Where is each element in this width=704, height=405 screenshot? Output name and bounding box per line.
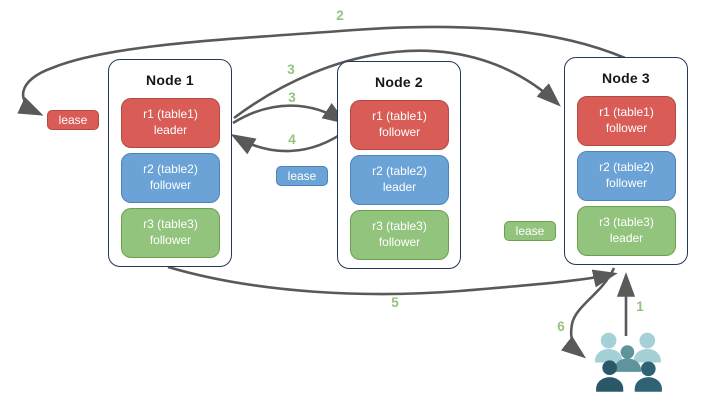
step-label-6: 6 [557,319,565,334]
node-1-replica-r2: r2 (table2) follower [121,153,220,203]
replica-role: follower [378,235,421,249]
replica-role: follower [605,176,648,190]
users-icon [595,332,662,392]
node-2: Node 2 r1 (table1) follower r2 (table2) … [337,61,461,269]
replica-role: follower [149,178,192,192]
replica-role: leader [609,231,644,245]
step-label-5: 5 [391,295,399,310]
lease-badge-blue: lease [276,166,328,186]
replica-name: r1 (table1) [143,107,198,122]
replica-name: r3 (table3) [372,219,427,234]
step-label-3a: 3 [287,62,295,77]
replica-name: r1 (table1) [599,105,654,120]
replica-name: r2 (table2) [143,162,198,177]
node-2-replica-r3: r3 (table3) follower [350,210,449,260]
replica-name: r2 (table2) [372,164,427,179]
lease-badge-red: lease [47,110,99,130]
node-2-title: Node 2 [375,74,423,90]
node-1-replica-r3: r3 (table3) follower [121,208,220,258]
replica-name: r3 (table3) [143,217,198,232]
step-label-2: 2 [336,8,344,23]
node-2-replica-r2: r2 (table2) leader [350,155,449,205]
lease-badge-green: lease [504,221,556,241]
node-3-title: Node 3 [602,70,650,86]
node-1-title: Node 1 [146,72,194,88]
node-1: Node 1 r1 (table1) leader r2 (table2) fo… [108,59,232,267]
replica-name: r3 (table3) [599,215,654,230]
replica-role: follower [378,125,421,139]
replica-name: r2 (table2) [599,160,654,175]
node-2-replica-r1: r1 (table1) follower [350,100,449,150]
replica-role: leader [153,123,188,137]
node-3: Node 3 r1 (table1) follower r2 (table2) … [564,57,688,265]
node-1-replica-r1: r1 (table1) leader [121,98,220,148]
replica-name: r1 (table1) [372,109,427,124]
replica-role: leader [382,180,417,194]
replica-role: follower [605,121,648,135]
node-3-replica-r1: r1 (table1) follower [577,96,676,146]
arrow-3-node1-to-node2 [232,102,348,125]
step-label-3b: 3 [288,90,296,105]
replica-role: follower [149,233,192,247]
node-3-replica-r3: r3 (table3) leader [577,206,676,256]
step-label-1: 1 [636,299,644,314]
node-3-replica-r2: r2 (table2) follower [577,151,676,201]
arrow-5-node1-to-node3 [167,265,618,296]
step-label-4: 4 [288,132,296,147]
